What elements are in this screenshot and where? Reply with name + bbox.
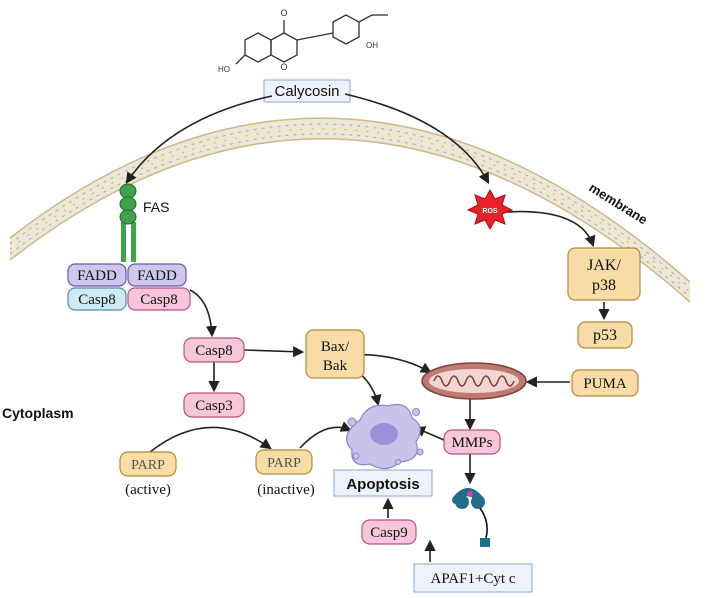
p53-label: p53 — [593, 327, 617, 344]
casp9-label: Casp9 — [370, 525, 408, 541]
parp-active-node — [119, 451, 177, 477]
casp8-left-label: Casp8 — [78, 292, 116, 308]
fas-label: FAS — [143, 199, 169, 215]
casp8-right-label: Casp8 — [140, 292, 178, 308]
fadd-right-label: FADD — [137, 268, 177, 284]
mitochondrion-icon — [421, 362, 527, 400]
ring-c — [270, 32, 298, 63]
jak-label-line1: JAK/ — [587, 257, 621, 274]
parp-inactive-state-label: (inactive) — [257, 482, 314, 498]
apaf1-cytc-label: APAF1+Cyt c — [430, 571, 515, 587]
p53-node — [577, 321, 633, 349]
methoxy-bond — [358, 14, 373, 23]
puma-node — [571, 369, 639, 397]
parp-active-state-label: (active) — [125, 482, 171, 498]
ros-label: ROS — [482, 208, 498, 215]
casp3-node — [183, 392, 245, 418]
fas-receptor — [119, 183, 137, 262]
arrow-casp8-to-casp8 — [189, 289, 218, 338]
bax-label-line2: Bak — [323, 358, 348, 374]
fadd-left-label: FADD — [77, 268, 117, 284]
mmps-label: MMPs — [452, 435, 493, 451]
arrows — [125, 93, 610, 562]
casp8-left-node — [67, 287, 127, 311]
ring-b — [332, 14, 360, 45]
fadd-left-node — [67, 263, 127, 287]
membrane-protein-row — [9, 128, 691, 293]
fas-domain-2 — [119, 196, 137, 212]
casp3-label: Casp3 — [195, 398, 233, 414]
mmps-node — [443, 429, 501, 455]
hydroxyl-bond — [235, 54, 246, 65]
hydroxyl-label-right: OH — [366, 41, 378, 50]
fas-stem-right — [131, 222, 136, 262]
apoptosis-label: Apoptosis — [346, 476, 419, 493]
calycosin-label: Calycosin — [274, 83, 339, 100]
parp-inactive-label: PARP — [267, 456, 301, 471]
calycosin-box — [263, 79, 351, 103]
cell-membrane — [9, 117, 691, 303]
arrow-parp-active-to-inactive — [149, 426, 272, 453]
arrow-calycosin-to-fas — [125, 95, 273, 184]
jak-p38-node — [567, 247, 641, 301]
arrow-calycosin-to-ros — [344, 93, 490, 184]
fas-stem-left — [121, 222, 126, 262]
arrow-parp-to-apoptosis — [299, 421, 353, 449]
cytochrome-c-icon — [452, 488, 490, 547]
carbonyl-oxygen-label: O — [280, 8, 287, 18]
apaf1-cytc-box — [413, 563, 533, 593]
puma-label: PUMA — [583, 376, 627, 392]
fas-domain-1 — [119, 183, 137, 199]
apoptosis-box — [333, 469, 433, 497]
arrow-casp8-to-bax — [243, 346, 305, 358]
calycosin-structure — [235, 14, 388, 65]
parp-active-label: PARP — [131, 458, 165, 473]
bax-bak-node — [305, 329, 365, 379]
membrane-inner-edge — [9, 138, 691, 303]
membrane-outer-edge — [9, 117, 691, 283]
ring-oxygen-label: O — [280, 62, 287, 72]
ros-star-icon — [466, 188, 514, 231]
bax-label-line1: Bax/ — [321, 339, 350, 355]
fas-domain-3 — [119, 209, 137, 225]
casp8-mid-label: Casp8 — [195, 343, 233, 359]
casp9-node — [361, 519, 417, 545]
cytoplasm-label: Cytoplasm — [2, 405, 74, 421]
hydroxyl-label-left: HO — [218, 65, 230, 74]
jak-label-line2: p38 — [592, 277, 616, 294]
fadd-right-node — [127, 263, 187, 287]
parp-inactive-node — [255, 449, 313, 475]
ring-a — [244, 32, 272, 63]
arrow-ros-to-jak — [505, 210, 596, 248]
ring-link-bond — [296, 32, 334, 41]
casp8-right-node — [127, 287, 191, 311]
apoptotic-cell-icon — [345, 403, 424, 470]
casp8-mid-node — [183, 337, 245, 363]
